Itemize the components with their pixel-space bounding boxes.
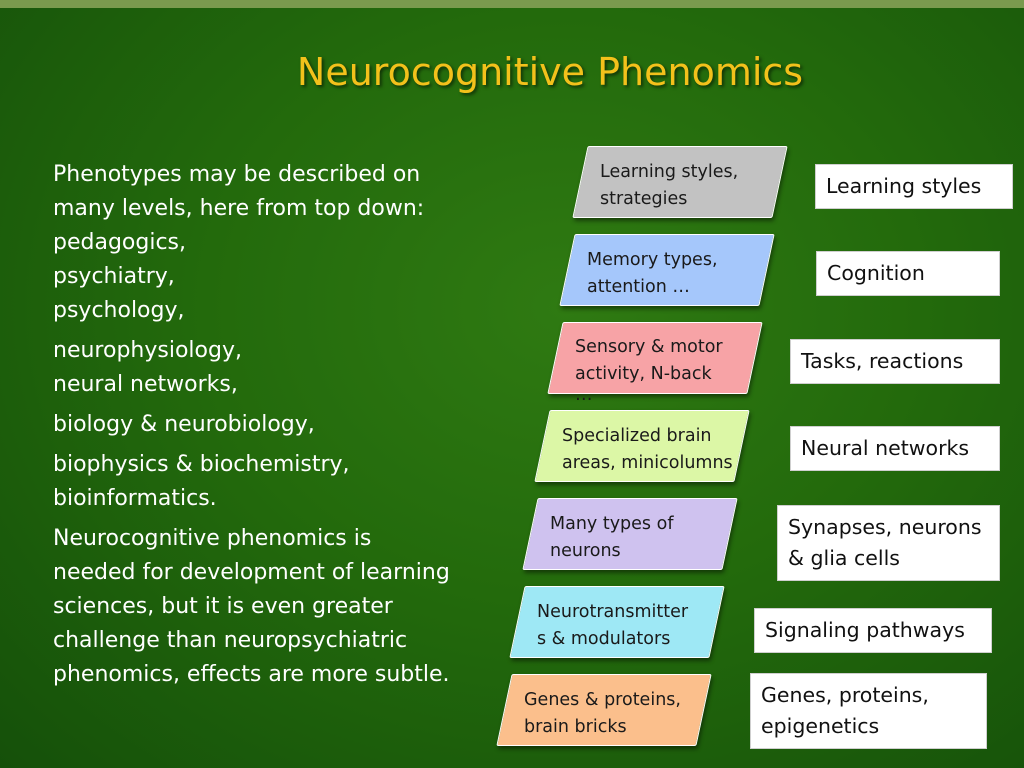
shape-text-line: Genes & proteins, [524, 690, 681, 710]
level-shape-genes: Genes & proteins, brain bricks [496, 674, 712, 746]
text-line: Phenotypes may be described on [53, 162, 421, 187]
shape-text: Neurotransmitter s & modulators [537, 599, 703, 653]
shape-text: Specialized brain areas, minicolumns [562, 423, 733, 477]
text-line: psychiatry, [53, 264, 175, 289]
level-label-learning: Learning styles [815, 164, 1013, 209]
label-line: Cognition [827, 261, 925, 285]
text-line: biology & neurobiology, [53, 412, 315, 437]
label-line: & glia cells [788, 546, 900, 570]
shape-text-line: Sensory & motor [575, 337, 723, 357]
paragraph-neuro: neurophysiology, neural networks, [53, 334, 483, 402]
shape-text: Sensory & motor activity, N-back … [575, 334, 741, 405]
text-line: needed for development of learning [53, 560, 450, 585]
paragraph-biophysics: biophysics & biochemistry, bioinformatic… [53, 448, 483, 516]
text-line: phenomics, effects are more subtle. [53, 662, 450, 687]
level-label-cognition: Cognition [816, 251, 1000, 296]
shape-text-line: Many types of [550, 514, 674, 534]
level-shape-learning: Learning styles, strategies [572, 146, 788, 218]
shape-text-line: areas, minicolumns [562, 453, 733, 473]
text-line: pedagogics, [53, 230, 186, 255]
top-accent-bar [0, 0, 1024, 8]
shape-text: Memory types, attention … [587, 247, 753, 301]
shape-text-line: neurons [550, 541, 621, 561]
shape-text-line: activity, N-back [575, 364, 712, 384]
shape-text: Many types of neurons [550, 511, 716, 565]
label-line: Neural networks [801, 436, 970, 460]
label-line: epigenetics [761, 714, 880, 738]
paragraph-levels: Phenotypes may be described on many leve… [53, 158, 483, 328]
shape-text-line: Memory types, [587, 250, 718, 270]
level-label-signaling: Signaling pathways [754, 608, 992, 653]
body-text: Phenotypes may be described on many leve… [53, 158, 483, 698]
level-label-neural-networks: Neural networks [790, 426, 1000, 471]
text-line: sciences, but it is even greater [53, 594, 393, 619]
shape-text-line: strategies [600, 189, 688, 209]
level-shape-neurons: Many types of neurons [522, 498, 738, 570]
text-line: challenge than neuropsychiatric [53, 628, 408, 653]
level-label-synapses: Synapses, neurons & glia cells [777, 505, 1000, 581]
text-line: Neurocognitive phenomics is [53, 526, 372, 551]
paragraph-phenomics: Neurocognitive phenomics is needed for d… [53, 522, 483, 692]
shape-text-line: attention … [587, 277, 690, 297]
text-line: neural networks, [53, 372, 238, 397]
level-shape-memory: Memory types, attention … [559, 234, 775, 306]
label-line: Learning styles [826, 174, 982, 198]
text-line: many levels, here from top down: [53, 196, 425, 221]
shape-text: Learning styles, strategies [600, 159, 766, 213]
shape-text: Genes & proteins, brain bricks [524, 687, 690, 741]
label-line: Tasks, reactions [801, 349, 964, 373]
level-label-genes: Genes, proteins, epigenetics [750, 673, 987, 749]
level-shape-brain-areas: Specialized brain areas, minicolumns [534, 410, 750, 482]
label-line: Signaling pathways [765, 618, 965, 642]
text-line: bioinformatics. [53, 486, 217, 511]
shape-text-line: brain bricks [524, 717, 627, 737]
shape-text-line: s & modulators [537, 629, 671, 649]
text-line: biophysics & biochemistry, [53, 452, 350, 477]
slide-title: Neurocognitive Phenomics [296, 50, 804, 94]
label-line: Synapses, neurons [788, 515, 982, 539]
text-line: neurophysiology, [53, 338, 242, 363]
shape-text-line: … [575, 385, 593, 405]
shape-text-line: Learning styles, [600, 162, 739, 182]
paragraph-biology: biology & neurobiology, [53, 408, 483, 442]
level-shape-sensory: Sensory & motor activity, N-back … [547, 322, 763, 404]
shape-text-line: Specialized brain [562, 426, 712, 446]
level-shape-neurotransmitters: Neurotransmitter s & modulators [509, 586, 725, 658]
label-line: Genes, proteins, [761, 683, 929, 707]
shape-text-line: Neurotransmitter [537, 602, 689, 622]
text-line: psychology, [53, 298, 185, 323]
level-label-tasks: Tasks, reactions [790, 339, 1000, 384]
